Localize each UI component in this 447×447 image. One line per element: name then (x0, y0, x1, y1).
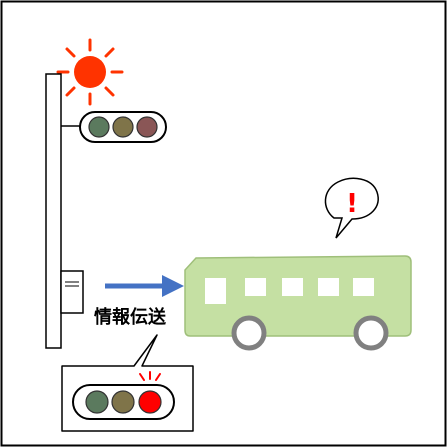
bus-window (282, 278, 303, 296)
signal-red-lamp (136, 116, 158, 138)
bus-window (205, 278, 226, 304)
sun-icon (56, 38, 124, 106)
right-arrow-icon (105, 275, 184, 297)
signal-green-lamp (88, 116, 110, 138)
bus-icon (184, 255, 412, 351)
display-yellow-lamp (111, 390, 135, 414)
signal-yellow-lamp (112, 116, 134, 138)
exclamation-speech-bubble-icon: ! (324, 177, 379, 239)
bus-window (245, 278, 266, 296)
lit-rays-icon (139, 371, 161, 381)
bus-front-wheel (231, 315, 267, 351)
bus-window (353, 278, 374, 296)
bus-rear-wheel (353, 315, 389, 351)
in-vehicle-display (61, 334, 194, 432)
signal-pole (45, 73, 62, 349)
display-red-lamp-lit (138, 390, 162, 414)
bus-window (318, 278, 339, 296)
transmission-label: 情報伝送 (94, 306, 167, 328)
alert-symbol: ! (346, 189, 358, 219)
display-green-lamp (85, 390, 109, 414)
roadside-unit-icon (60, 270, 84, 314)
traffic-light-icon (61, 111, 167, 143)
